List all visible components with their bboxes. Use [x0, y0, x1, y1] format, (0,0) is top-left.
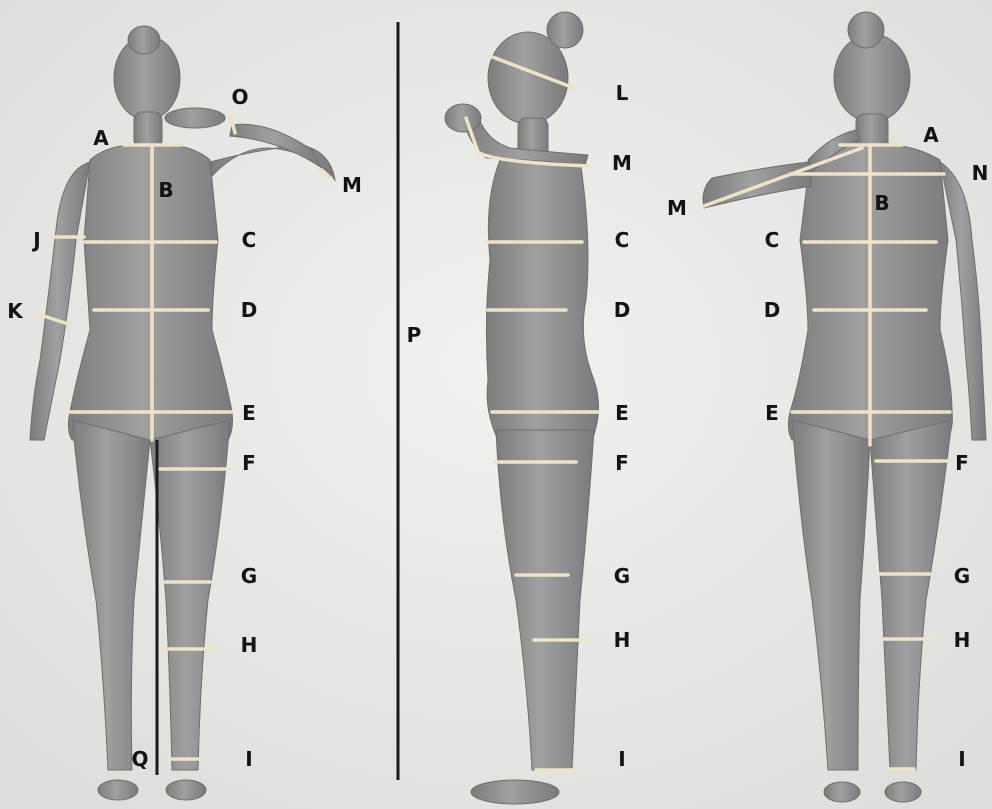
side-label-g: G: [614, 566, 630, 586]
back-label-n: N: [972, 163, 989, 183]
front-label-b: B: [158, 180, 173, 200]
back-label-e: E: [765, 403, 779, 423]
neck: [134, 112, 162, 148]
right-foot: [885, 782, 921, 802]
front-label-c: C: [242, 230, 257, 250]
side-label-m: M: [612, 153, 632, 173]
front-label-e: E: [242, 403, 256, 423]
left-foot: [824, 782, 860, 802]
front-label-i: I: [245, 749, 252, 769]
back-label-h: H: [954, 630, 971, 650]
right-foot: [166, 780, 206, 800]
hair-bun: [547, 12, 583, 48]
side-label-f: F: [615, 453, 629, 473]
side-label-i: I: [618, 749, 625, 769]
back-label-f: F: [955, 453, 969, 473]
side-label-e: E: [615, 403, 629, 423]
back-label-i: I: [958, 749, 965, 769]
front-label-o: O: [231, 87, 248, 107]
left-foot: [98, 780, 138, 800]
hand: [445, 104, 481, 132]
front-label-a: A: [93, 128, 108, 148]
hair-bun: [848, 12, 884, 48]
hair-bun: [128, 26, 160, 54]
front-label-j: J: [33, 230, 40, 250]
front-label-d: D: [241, 300, 258, 320]
front-label-f: F: [242, 453, 256, 473]
feet: [471, 780, 559, 804]
front-label-q: Q: [131, 749, 148, 769]
back-label-g: G: [954, 566, 970, 586]
front-label-k: K: [7, 301, 23, 321]
side-label-d: D: [614, 300, 631, 320]
front-label-h: H: [241, 635, 258, 655]
back-label-a: A: [923, 125, 938, 145]
side-label-h: H: [614, 630, 631, 650]
back-label-c: C: [765, 230, 780, 250]
side-label-c: C: [615, 230, 630, 250]
right-hand: [165, 108, 225, 128]
back-label-b: B: [874, 193, 889, 213]
side-label-l: L: [616, 83, 629, 103]
side-label-p: P: [407, 325, 422, 345]
back-label-d: D: [764, 300, 781, 320]
front-label-m: M: [342, 175, 362, 195]
back-label-m: M: [667, 198, 687, 218]
torso: [486, 154, 598, 440]
front-label-g: G: [241, 566, 257, 586]
